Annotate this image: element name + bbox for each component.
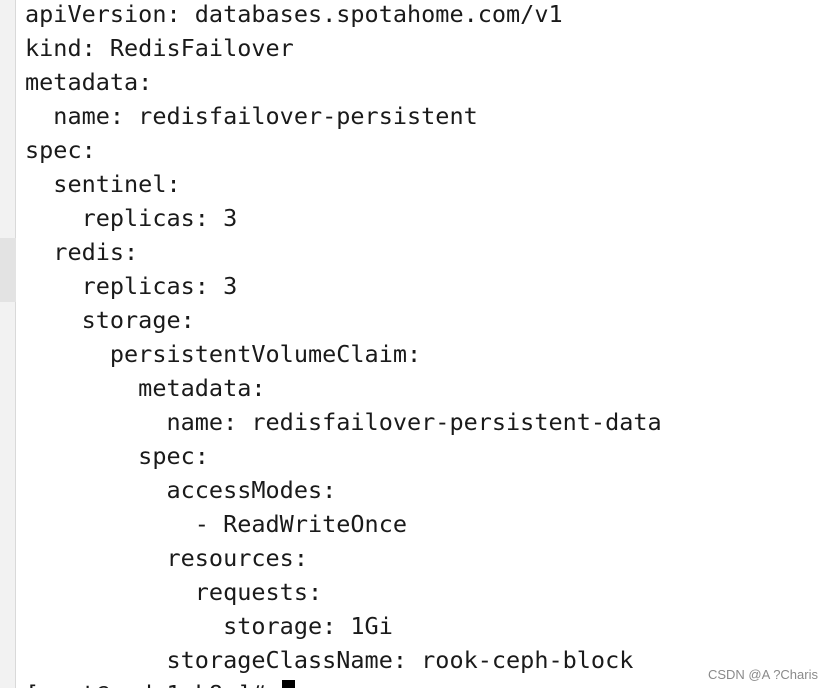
yaml-line: replicas: 3 <box>25 272 238 300</box>
yaml-line: kind: RedisFailover <box>25 34 294 62</box>
yaml-line: replicas: 3 <box>25 204 238 232</box>
yaml-line: resources: <box>25 544 308 572</box>
yaml-line: accessModes: <box>25 476 337 504</box>
yaml-line: requests: <box>25 578 323 606</box>
yaml-line: metadata: <box>25 68 153 96</box>
yaml-line: name: redisfailover-persistent-data <box>25 408 662 436</box>
yaml-line: - ReadWriteOnce <box>25 510 408 538</box>
shell-prompt-line[interactable]: [root@node1 k8s]# <box>25 677 295 688</box>
terminal-output[interactable]: apiVersion: databases.spotahome.com/v1 k… <box>25 0 825 688</box>
yaml-line: spec: <box>25 136 96 164</box>
yaml-line: apiVersion: databases.spotahome.com/v1 <box>25 0 563 28</box>
window-left-edge <box>0 0 16 688</box>
watermark: CSDN @A ?Charis <box>707 667 818 682</box>
yaml-line: name: redisfailover-persistent <box>25 102 478 130</box>
yaml-line: redis: <box>25 238 139 266</box>
yaml-line: storage: 1Gi <box>25 612 393 640</box>
yaml-line: storage: <box>25 306 195 334</box>
yaml-line: persistentVolumeClaim: <box>25 340 422 368</box>
shell-prompt: [root@node1 k8s]# <box>25 677 280 688</box>
yaml-line: metadata: <box>25 374 266 402</box>
yaml-line: storageClassName: rook-ceph-block <box>25 646 634 674</box>
left-edge-highlight <box>0 238 16 302</box>
yaml-line: sentinel: <box>25 170 181 198</box>
text-cursor <box>281 680 295 688</box>
yaml-line: spec: <box>25 442 209 470</box>
